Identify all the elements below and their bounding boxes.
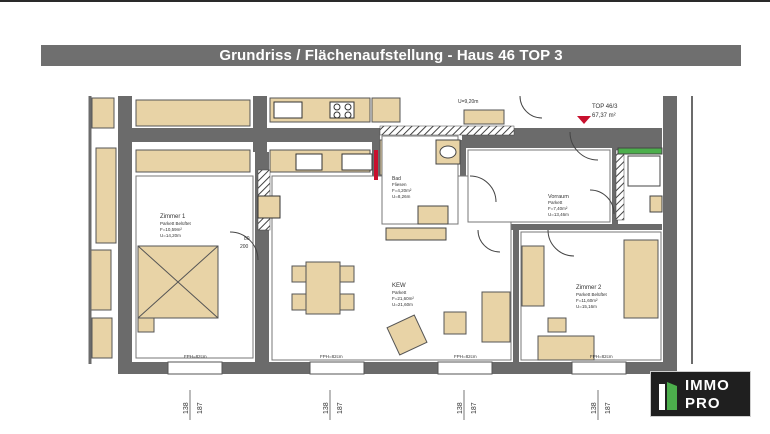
svg-text:187: 187 (605, 402, 612, 414)
window-labels: FPH=82cm FPH=82cm FPH=82cm FPH=82cm (184, 354, 613, 359)
red-mark (374, 150, 378, 180)
room-label-zimmer1: Zimmer 1 Parkett Belüftet F=10,59m² U=14… (160, 214, 192, 238)
door-dimension: 80 200 (240, 236, 250, 250)
svg-text:F=4,20m²: F=4,20m² (392, 188, 412, 193)
svg-text:Parkett: Parkett (548, 200, 563, 205)
room-label-bad: Bad Fliesen F=4,20m² U=8,26m (392, 176, 412, 199)
svg-text:67,37 m²: 67,37 m² (592, 113, 616, 119)
svg-text:80: 80 (244, 236, 250, 242)
wall-left-outer (118, 96, 132, 364)
svg-text:Zimmer 1: Zimmer 1 (160, 214, 186, 220)
dining-set (291, 261, 355, 315)
svg-text:FPH=82cm: FPH=82cm (590, 354, 613, 359)
wall-zimmer2-left (513, 224, 519, 364)
immo-pro-logo: IMMO PRO (650, 371, 751, 417)
svg-text:187: 187 (197, 402, 204, 414)
svg-text:U=14,20m: U=14,20m (160, 233, 181, 238)
page-title: Grundriss / Flächenaufstellung - Haus 46… (41, 45, 741, 66)
svg-text:Parkett Belüftet: Parkett Belüftet (160, 221, 192, 226)
hatched-wall-top (379, 125, 515, 136)
bed-zimmer1 (137, 245, 219, 333)
wall-top-left (118, 128, 253, 142)
hatched-wall-vorraum (615, 149, 625, 221)
svg-text:200: 200 (240, 244, 249, 250)
wall-right-outer (663, 96, 677, 366)
svg-text:U=13,46m: U=13,46m (548, 212, 569, 217)
bath-fixtures (385, 139, 461, 241)
entrance-marker (577, 116, 591, 124)
svg-text:Parkett Belüftet: Parkett Belüftet (576, 292, 608, 297)
living-furniture (386, 291, 511, 356)
left-exterior (90, 97, 117, 359)
svg-text:Vorraum: Vorraum (548, 194, 569, 200)
room-label-zimmer2: Zimmer 2 Parkett Belüftet F=11,60m² U=15… (576, 285, 608, 309)
svg-text:F=21,60m²: F=21,60m² (392, 296, 414, 301)
svg-text:U=21,60m: U=21,60m (392, 302, 413, 307)
svg-text:138: 138 (591, 402, 598, 414)
svg-text:138: 138 (183, 402, 190, 414)
wall-top-center (253, 96, 267, 152)
kitchen-appliances (257, 101, 373, 219)
vorraum-floor (467, 149, 611, 223)
svg-text:FPH=82cm: FPH=82cm (320, 354, 343, 359)
svg-text:187: 187 (337, 402, 344, 414)
building-icon (659, 382, 677, 410)
svg-text:F=11,60m²: F=11,60m² (576, 298, 598, 303)
svg-text:138: 138 (457, 402, 464, 414)
wall-bottom (118, 362, 677, 374)
svg-text:FPH=82cm: FPH=82cm (454, 354, 477, 359)
svg-text:TOP 46/3: TOP 46/3 (592, 104, 618, 110)
svg-text:138: 138 (323, 402, 330, 414)
top-border-line (0, 0, 770, 2)
svg-text:Zimmer 2: Zimmer 2 (576, 285, 602, 291)
room-label-vorraum: Vorraum Parkett F=7,40m² U=13,46m (548, 194, 569, 217)
svg-text:187: 187 (471, 402, 478, 414)
svg-text:U=15,16m: U=15,16m (576, 304, 597, 309)
svg-text:U=8,26m: U=8,26m (392, 194, 411, 199)
zimmer2-furniture (521, 239, 659, 361)
doors (229, 95, 615, 261)
wall-kitchen-top (267, 128, 373, 142)
svg-text:Fliesen: Fliesen (392, 182, 407, 187)
room-label-kew: KEW Parkett F=21,60m² U=21,60m (392, 283, 414, 307)
svg-text:F=7,40m²: F=7,40m² (548, 206, 568, 211)
svg-text:Parkett: Parkett (392, 290, 407, 295)
windows (167, 361, 627, 375)
dimension-labels: 138 187 138 187 138 187 138 187 (183, 402, 612, 414)
logo-text-pro: PRO (685, 395, 721, 412)
storage-right (617, 147, 663, 213)
dimension-lines (189, 390, 599, 420)
top-room-label: U=9,20m (458, 99, 478, 105)
wall-right-inner (612, 148, 618, 228)
svg-text:KEW: KEW (392, 283, 406, 289)
svg-text:FPH=82cm: FPH=82cm (184, 354, 207, 359)
svg-text:F=10,59m²: F=10,59m² (160, 227, 182, 232)
unit-label: TOP 46/3 67,37 m² (592, 104, 618, 119)
svg-text:Bad: Bad (392, 176, 401, 182)
logo-text-immo: IMMO (685, 377, 730, 394)
